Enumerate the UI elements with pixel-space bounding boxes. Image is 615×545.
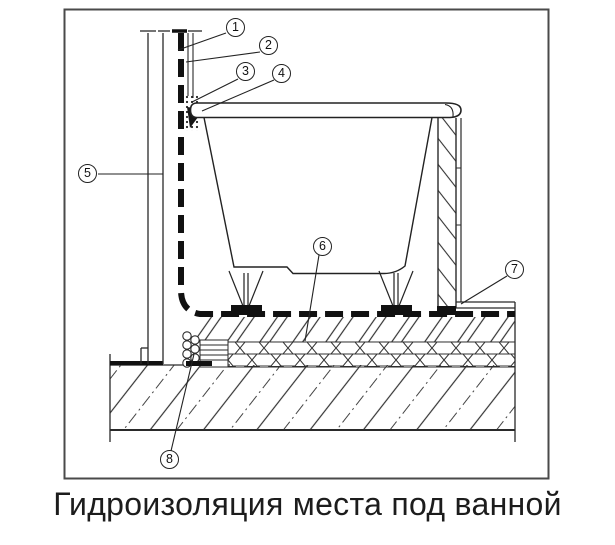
callout-8: 8 (160, 450, 179, 469)
insulation-layer (228, 342, 515, 367)
callout-2: 2 (259, 36, 278, 55)
concrete-slab (109, 302, 516, 442)
tub-foot-pad (381, 305, 412, 315)
waterproofing-membrane (178, 33, 515, 317)
callout-5: 5 (78, 164, 97, 183)
leader-lines (98, 32, 508, 452)
leader-6 (304, 254, 320, 342)
wall-section (140, 29, 202, 364)
membrane-lap-on-slab (110, 361, 163, 366)
tub-apron (437, 118, 462, 315)
tub-leg-right (378, 270, 414, 307)
diagram-caption: Гидроизоляция места под ванной (53, 486, 562, 522)
callout-7: 7 (505, 260, 524, 279)
leader-8 (170, 353, 195, 452)
tub-foot-pad (231, 305, 262, 315)
screed-layer (196, 317, 515, 342)
leader-1 (177, 32, 227, 51)
callout-3: 3 (236, 62, 255, 81)
callout-4: 4 (272, 64, 291, 83)
leader-3 (191, 78, 239, 103)
leader-2 (185, 51, 261, 63)
callout-1: 1 (226, 18, 245, 37)
tub-leg-left (228, 270, 264, 307)
skirting-profile (456, 301, 515, 309)
bathtub (189, 102, 462, 315)
floor-layers (196, 317, 515, 368)
leader-4 (201, 79, 275, 112)
tub-rim (189, 102, 462, 119)
callout-6: 6 (313, 237, 332, 256)
leader-7 (460, 275, 508, 305)
tub-shell (203, 117, 433, 275)
edge-strip-detail (182, 331, 229, 368)
